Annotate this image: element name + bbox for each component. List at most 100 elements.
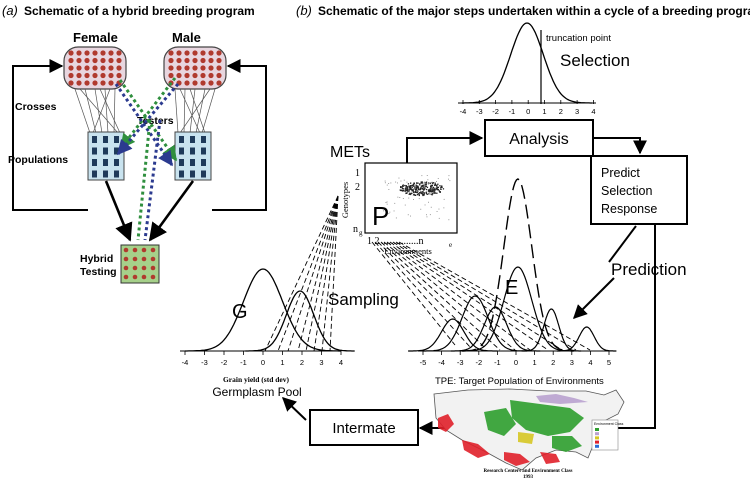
mets-data-point [388,183,390,184]
tick-label: 3 [575,107,579,116]
mets-data-point [409,186,412,188]
mets-data-point [420,185,422,187]
analysis-to-predict-arrow [593,137,647,155]
mets-data-point [415,190,417,193]
legend-swatch [595,432,599,436]
panel-a-title: Schematic of a hybrid breeding program [24,4,255,18]
panel-b: (b) Schematic of the major steps underta… [180,3,750,480]
mets-data-point [384,182,386,184]
germplasm-curves [185,268,355,352]
mets-data-point [385,202,387,203]
mets-data-point [420,187,422,189]
genotype-1: 1 [355,168,360,179]
mets-data-point [404,190,406,192]
mets-data-point [416,189,418,191]
mets-data-point [406,186,408,188]
mets-data-point [419,184,421,186]
population-cell [190,159,195,166]
sampling-line [395,241,577,351]
mets-data-point [421,191,423,193]
mets-data-point [425,183,427,185]
green-hybrid-arrow [136,119,152,241]
mets-data-point [420,192,422,195]
tick-label: -4 [438,358,445,367]
mets-data-point [418,194,420,197]
hybrid-dots [123,247,156,280]
population-cell [179,147,184,155]
mets-data-point [423,187,425,189]
seed-dot [108,57,114,64]
mets-data-point [413,191,415,194]
female-population-grid [92,136,119,178]
predict-label-line1: Predict [601,166,640,180]
seed-dot [76,72,82,79]
environment-curves [408,178,617,352]
seed-dot [208,80,214,86]
green-tester-arrow-left [119,77,177,150]
mets-data-point [388,189,390,190]
genotype-n: n [353,224,358,235]
selected-curve [245,290,355,352]
mets-data-point [395,217,397,219]
mets-data-point [431,194,433,196]
seed-dot [184,72,190,79]
mets-data-point [439,185,441,187]
seed-dot [200,72,206,79]
panel-a: (a) Schematic of a hybrid breeding progr… [2,3,267,284]
mets-data-point [434,182,436,184]
intermate-to-germplasm-arrow [281,397,307,421]
mets-data-point [401,187,404,190]
mets-data-point [415,186,417,188]
seed-dot [176,57,182,64]
mets-data-point [442,188,445,190]
mets-data-point [414,188,416,190]
seed-dot [92,80,98,86]
mets-data-point [408,186,411,189]
environment-class-region [510,400,584,436]
blue-hybrid-arrow [143,119,162,241]
mets-data-point [437,186,439,188]
mets-data-point [434,184,436,186]
seed-dot [200,50,206,56]
mets-data-point [420,181,422,183]
truncation-point-label: truncation point [546,33,611,44]
mets-data-point [434,192,437,194]
environment-class-region [462,440,490,458]
population-cell [92,147,97,155]
selection-label: Selection [560,51,630,70]
seed-dot [176,65,182,71]
e-letter: E [505,277,518,299]
mets-data-point [413,199,414,200]
mets-data-point [426,175,428,176]
population-cell [103,136,108,143]
mets-data-point [435,187,436,189]
mets-data-point [400,186,402,189]
sampling-label: Sampling [328,290,399,309]
mets-data-point [402,184,404,186]
mets-data-point [436,184,438,187]
population-cell [201,136,206,143]
mets-data-point [441,185,443,187]
mets-data-point [426,193,428,195]
tick-label: 2 [551,358,555,367]
mets-data-point [405,186,407,188]
tick-label: -1 [240,358,247,367]
sampling-line [377,241,487,350]
mets-data-point [428,189,430,191]
germplasm-curve [185,268,341,352]
mets-data-point [399,197,401,198]
mets-data-point [413,185,415,187]
mets-data-point [429,182,431,184]
mets-data-point [400,180,402,182]
mets-data-point [409,193,412,196]
mets-data-point [422,182,424,184]
mets-data-point [449,180,451,182]
mets-data-point [410,182,412,184]
mets-data-point [425,182,427,184]
sampling-line [398,241,591,351]
population-cell [114,136,119,143]
population-cell [201,159,206,166]
tick-label: -2 [221,358,228,367]
seed-dot [132,247,138,253]
